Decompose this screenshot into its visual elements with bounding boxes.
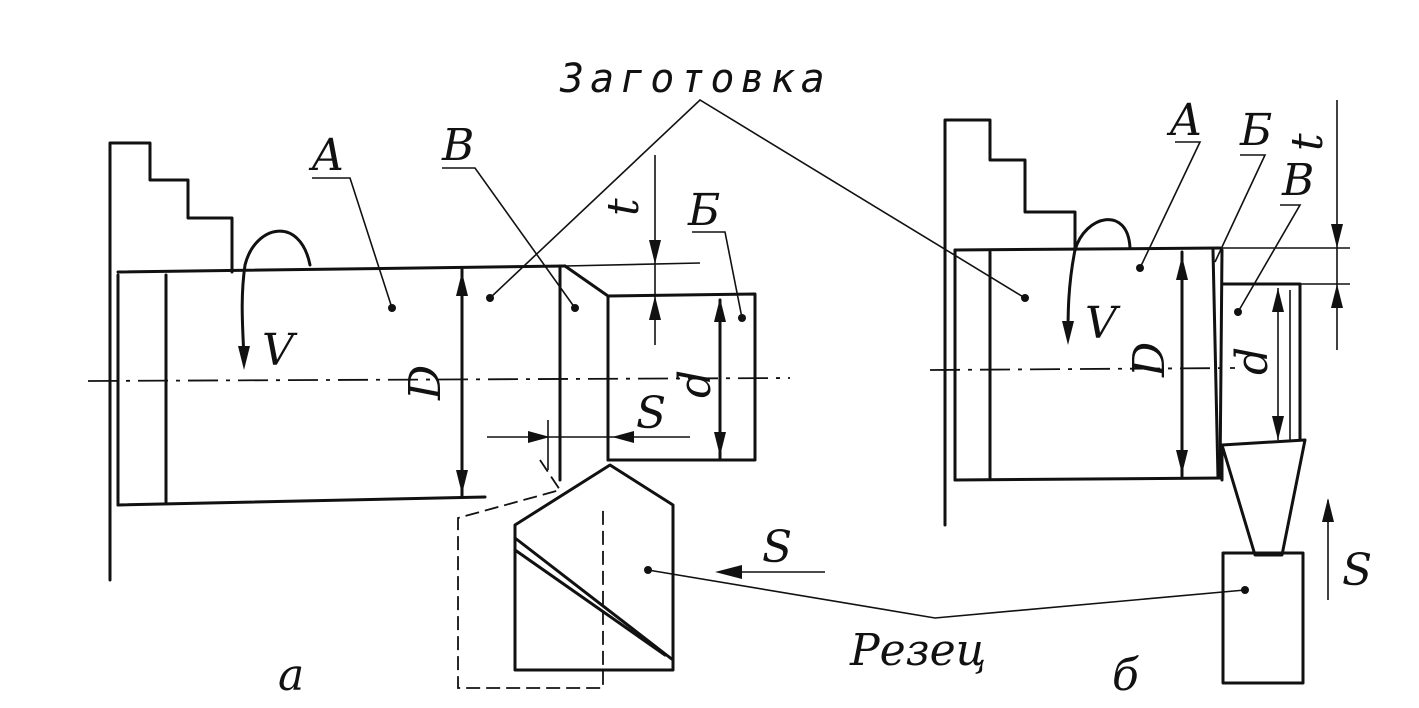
- label-fig-b: б: [1112, 650, 1139, 701]
- label-S-tool-a: S: [762, 522, 792, 573]
- label-D-a: D: [400, 365, 451, 401]
- cutter-shank-b: [1221, 551, 1305, 685]
- ext-line-a: [564, 262, 701, 267]
- label-C-a: Б: [687, 185, 720, 236]
- point-A-b: [1136, 264, 1144, 272]
- small-cylinder-a: [606, 292, 757, 462]
- arrow-D-top-a: [456, 272, 468, 296]
- cutter-edge2-a: [513, 548, 667, 657]
- label-V-b: V: [1085, 298, 1121, 349]
- label-A-a: A: [308, 130, 344, 181]
- arrow-S-tool-a: [715, 565, 742, 579]
- label-S-axial-a: S: [636, 388, 666, 439]
- point-workpiece-b: [1021, 294, 1029, 302]
- small-step-b: [1220, 282, 1302, 442]
- chuck-jaw-b: [943, 118, 1077, 527]
- label-S-b: S: [1342, 545, 1372, 596]
- label-d-a: d: [670, 370, 721, 398]
- arrow-D-top-b: [1176, 256, 1188, 280]
- leader-A-b: [1139, 141, 1202, 269]
- point-C-b: [1234, 308, 1242, 316]
- leader-workpiece: [489, 98, 1026, 299]
- cutter-b: [1220, 438, 1307, 557]
- point-cutter-b: [1241, 586, 1249, 594]
- cut-face2-b: [1218, 248, 1224, 480]
- label-D-b: D: [1124, 342, 1175, 378]
- leader-B-a: [442, 167, 576, 309]
- label-B-a: B: [441, 120, 474, 171]
- label-d-b: d: [1227, 347, 1278, 375]
- cutter-edge-a: [513, 536, 675, 662]
- label-B-b: Б: [1239, 105, 1272, 156]
- arrow-t-down-b: [1331, 224, 1343, 248]
- arrow-d-top-b: [1272, 288, 1284, 312]
- label-workpiece: Заготовка: [559, 56, 831, 102]
- rotation-head-b: [1062, 321, 1074, 345]
- rotation-head-a: [238, 346, 250, 370]
- arrow-d-top-a: [714, 298, 726, 322]
- rotation-arrow-b: [1066, 218, 1132, 337]
- figure-b: [929, 100, 1350, 685]
- arrow-d-bot-a: [714, 432, 726, 456]
- workpiece-body-a: [116, 264, 567, 507]
- label-t-b: t: [1282, 133, 1333, 151]
- arrow-D-bot-b: [1176, 450, 1188, 474]
- arrow-t-up-b: [1331, 284, 1343, 308]
- cutter-old-position-a: [457, 459, 604, 689]
- point-A-a: [388, 304, 396, 312]
- arrow-t-down-a: [649, 240, 661, 264]
- leader-B-b: [1214, 154, 1267, 263]
- leader-C-b: [1237, 204, 1302, 313]
- chuck-jaw-a: [108, 141, 234, 582]
- cutter-a: [513, 463, 675, 672]
- arrow-S-b: [1322, 498, 1334, 522]
- arrow-S-left-a: [612, 431, 634, 443]
- leader-cutter: [647, 569, 1246, 619]
- cut-face-b: [1211, 248, 1220, 480]
- workpiece-body-b: [953, 246, 1224, 482]
- label-fig-a: а: [278, 650, 304, 701]
- label-C-b: B: [1281, 155, 1314, 206]
- arrow-t-up-a: [649, 296, 661, 320]
- point-C-a: [738, 314, 746, 322]
- arrow-D-bot-a: [456, 470, 468, 494]
- centerline-a: [87, 377, 791, 382]
- label-t-a: t: [598, 198, 649, 216]
- arrow-S-right-a: [528, 431, 550, 443]
- figure-a: [87, 141, 825, 689]
- label-A-b: A: [1166, 95, 1202, 146]
- leader-C-a: [692, 231, 743, 319]
- leader-A-a: [312, 177, 393, 309]
- label-cutter: Резец: [849, 625, 986, 676]
- point-B-a: [571, 304, 579, 312]
- rotation-arrow-a: [240, 229, 312, 362]
- arrow-d-bot-b: [1272, 416, 1284, 440]
- label-V-a: V: [262, 325, 298, 376]
- centerline-b: [929, 367, 1236, 371]
